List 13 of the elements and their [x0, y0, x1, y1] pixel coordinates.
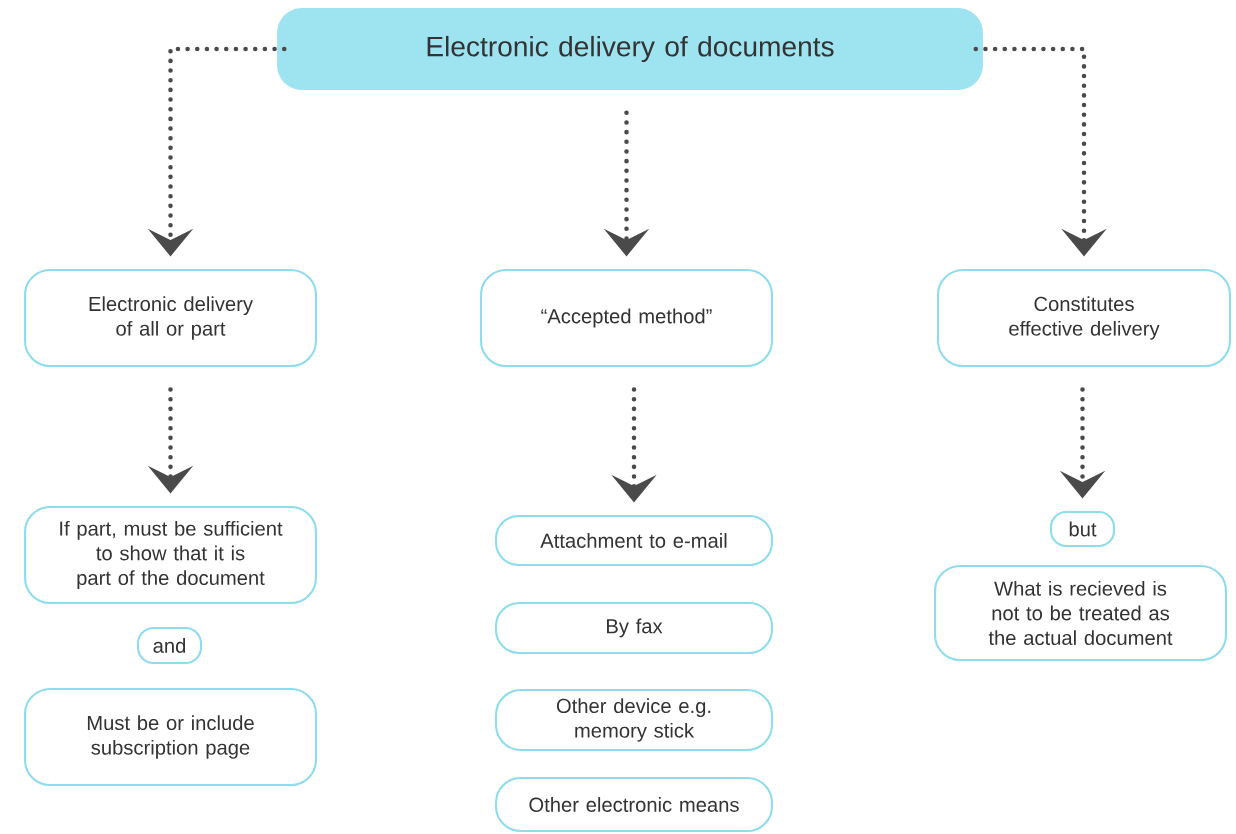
connector-word-box: but — [1049, 510, 1116, 548]
connector-word-box: and — [136, 626, 203, 665]
process-box: Must be or include subscription page — [24, 687, 318, 787]
process-box: Electronic delivery of all or part — [24, 268, 318, 368]
option-box: By fax — [495, 601, 774, 655]
option-box: Attachment to e-mail — [495, 514, 774, 567]
title-box: Electronic delivery of documents — [277, 8, 983, 90]
process-box: “Accepted method” — [480, 268, 774, 368]
option-box: Other electronic means — [495, 776, 774, 833]
option-box: Other device e.g. memory stick — [495, 688, 774, 752]
process-box: If part, must be sufficient to show that it is part of the document — [24, 505, 318, 605]
process-box: What is recieved is not to be treated as the actual document — [934, 564, 1228, 662]
process-box: Constitutes effective delivery — [937, 268, 1232, 368]
